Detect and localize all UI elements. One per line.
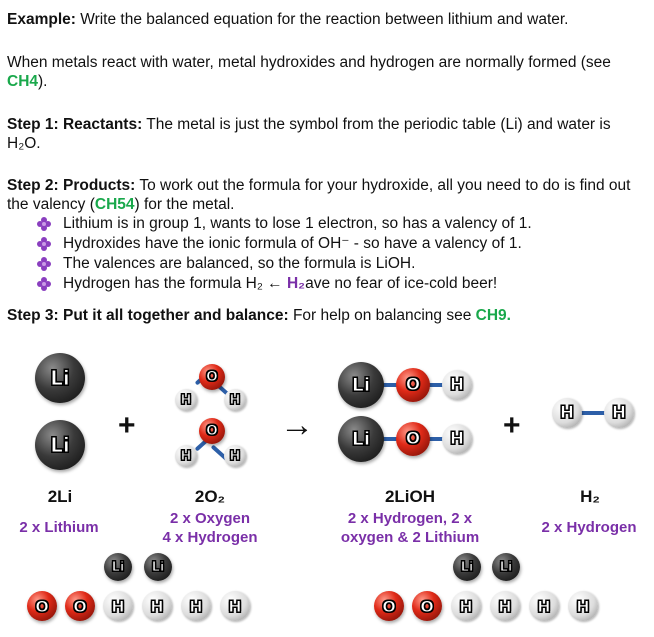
- step2-text: To work out the formula for your hydroxi…: [7, 177, 631, 213]
- example-text: Write the balanced equation for the reac…: [75, 11, 569, 28]
- flower-bullet-icon: [37, 277, 51, 291]
- bullet-text: Hydroxides have the ionic formula of OH⁻…: [63, 235, 522, 252]
- step2-label: Step 2: Products:: [7, 177, 136, 194]
- oxygen-atom: O: [374, 591, 404, 621]
- hydrogen-atom: H: [175, 389, 197, 411]
- formula-lithium-hydroxide: 2LiOH: [384, 487, 436, 506]
- oxygen-atom: O: [199, 418, 225, 444]
- flower-bullet-icon: [37, 237, 51, 251]
- bond: [420, 437, 445, 441]
- bullet-item: Hydroxides have the ionic formula of OH⁻…: [33, 234, 647, 254]
- plus-operator: +: [503, 409, 521, 442]
- oxygen-atom: O: [65, 591, 95, 621]
- bond: [578, 411, 608, 415]
- lithium-atom: Li: [453, 553, 481, 581]
- bond: [370, 383, 400, 387]
- step1-text: The metal is just the symbol from the pe…: [7, 116, 611, 152]
- flower-bullet-icon: [37, 217, 51, 231]
- oxygen-atom: O: [396, 368, 430, 402]
- hydrogen-atom: H: [568, 591, 598, 621]
- hydrogen-atom: H: [529, 591, 559, 621]
- lithium-atom: Li: [104, 553, 132, 581]
- hydrogen-atom: H: [220, 591, 250, 621]
- lithium-atom: Li: [35, 420, 85, 470]
- description-water-line2: 4 x Hydrogen: [162, 529, 258, 546]
- step2-bullet-list: Lithium is in group 1, wants to lose 1 e…: [33, 214, 647, 294]
- step1-paragraph: Step 1: Reactants: The metal is just the…: [7, 115, 647, 153]
- description-hydrogen: 2 x Hydrogen: [541, 519, 637, 536]
- formula-lithium: 2Li: [47, 487, 73, 506]
- step2-paragraph: Step 2: Products: To work out the formul…: [7, 176, 647, 294]
- step3-text: For help on balancing see: [288, 307, 476, 324]
- hydrogen-atom: H: [142, 591, 172, 621]
- description-water-line1: 2 x Oxygen: [169, 510, 251, 527]
- ref-ch4-link[interactable]: CH4: [7, 73, 39, 90]
- reaction-arrow: →: [280, 406, 314, 444]
- oxygen-atom: O: [412, 591, 442, 621]
- lithium-atom: Li: [35, 353, 85, 403]
- bond: [370, 437, 400, 441]
- oxygen-atom: O: [27, 591, 57, 621]
- intro-paragraph: When metals react with water, metal hydr…: [7, 53, 647, 91]
- plus-operator: +: [118, 409, 136, 442]
- intro-text: When metals react with water, metal hydr…: [7, 54, 611, 71]
- description-lithium: 2 x Lithium: [19, 519, 99, 536]
- oxygen-atom: O: [396, 422, 430, 456]
- bullet-item: Hydrogen has the formula H₂ ← H₂ave no f…: [33, 274, 647, 294]
- lithium-atom: Li: [144, 553, 172, 581]
- ref-ch54-link[interactable]: CH54: [94, 196, 135, 213]
- example-paragraph: Example: Write the balanced equation for…: [7, 10, 647, 29]
- bullet-tail: ave no fear of ice-cold beer!: [305, 275, 498, 292]
- hydrogen-atom: H: [103, 591, 133, 621]
- bond: [420, 383, 445, 387]
- hydrogen-atom: H: [175, 445, 197, 467]
- hydrogen-atom: H: [604, 398, 634, 428]
- hydrogen-atom: H: [224, 389, 246, 411]
- lithium-atom: Li: [492, 553, 520, 581]
- description-lioh-line2: oxygen & 2 Lithium: [340, 529, 480, 546]
- step3-label: Step 3: Put it all together and balance:: [7, 307, 289, 324]
- intro-tail: ).: [38, 73, 48, 90]
- bullet-text: The valences are balanced, so the formul…: [63, 255, 416, 272]
- formula-water: 2O₂: [194, 487, 226, 506]
- description-lioh-line1: 2 x Hydrogen, 2 x: [347, 510, 473, 527]
- oxygen-atom: O: [199, 364, 225, 390]
- bullet-highlight: H₂: [286, 275, 306, 292]
- lithium-atom: Li: [338, 416, 384, 462]
- hydrogen-atom: H: [442, 370, 472, 400]
- example-label: Example:: [7, 11, 76, 28]
- bullet-item: The valences are balanced, so the formul…: [33, 254, 647, 274]
- bullet-item: Lithium is in group 1, wants to lose 1 e…: [33, 214, 647, 234]
- flower-bullet-icon: [37, 257, 51, 271]
- hydrogen-atom: H: [224, 445, 246, 467]
- hydrogen-atom: H: [490, 591, 520, 621]
- step3-paragraph: Step 3: Put it all together and balance:…: [7, 306, 647, 325]
- step1-label: Step 1: Reactants:: [7, 116, 143, 133]
- bullet-text: Hydrogen has the formula H₂ ←: [63, 275, 287, 292]
- hydrogen-atom: H: [442, 424, 472, 454]
- bullet-text: Lithium is in group 1, wants to lose 1 e…: [63, 215, 532, 232]
- lithium-atom: Li: [338, 362, 384, 408]
- hydrogen-atom: H: [181, 591, 211, 621]
- hydrogen-atom: H: [451, 591, 481, 621]
- ref-ch9-link[interactable]: CH9.: [475, 307, 511, 324]
- formula-hydrogen: H₂: [580, 487, 600, 506]
- hydrogen-atom: H: [552, 398, 582, 428]
- step2-tail: ) for the metal.: [134, 196, 235, 213]
